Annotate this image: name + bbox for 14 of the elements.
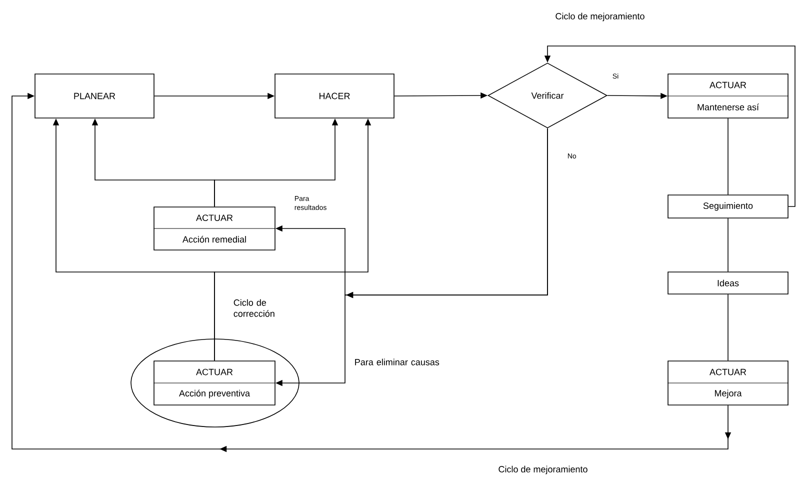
edge-label: Para eliminar causas	[355, 358, 440, 366]
process-box: ACTUAR Mejora	[667, 360, 789, 406]
process-box: Seguimiento	[668, 194, 788, 218]
arrow	[12, 92, 732, 452]
ellipse-outline	[130, 338, 300, 428]
process-box: ACTUAR Mantenerse así	[667, 74, 789, 118]
process-box: ACTUAR Acción remedial	[153, 206, 276, 250]
process-box: Ideas	[668, 272, 788, 294]
cycle-label: Ciclo de corrección	[234, 299, 274, 317]
process-box: ACTUAR Acción preventiva	[153, 360, 276, 406]
cycle-label: Ciclo de mejoramiento	[556, 12, 644, 22]
process-box: PLANEAR	[34, 74, 154, 118]
process-box: HACER	[274, 74, 394, 118]
cycle-label: Ciclo de mejoramiento	[498, 466, 588, 474]
